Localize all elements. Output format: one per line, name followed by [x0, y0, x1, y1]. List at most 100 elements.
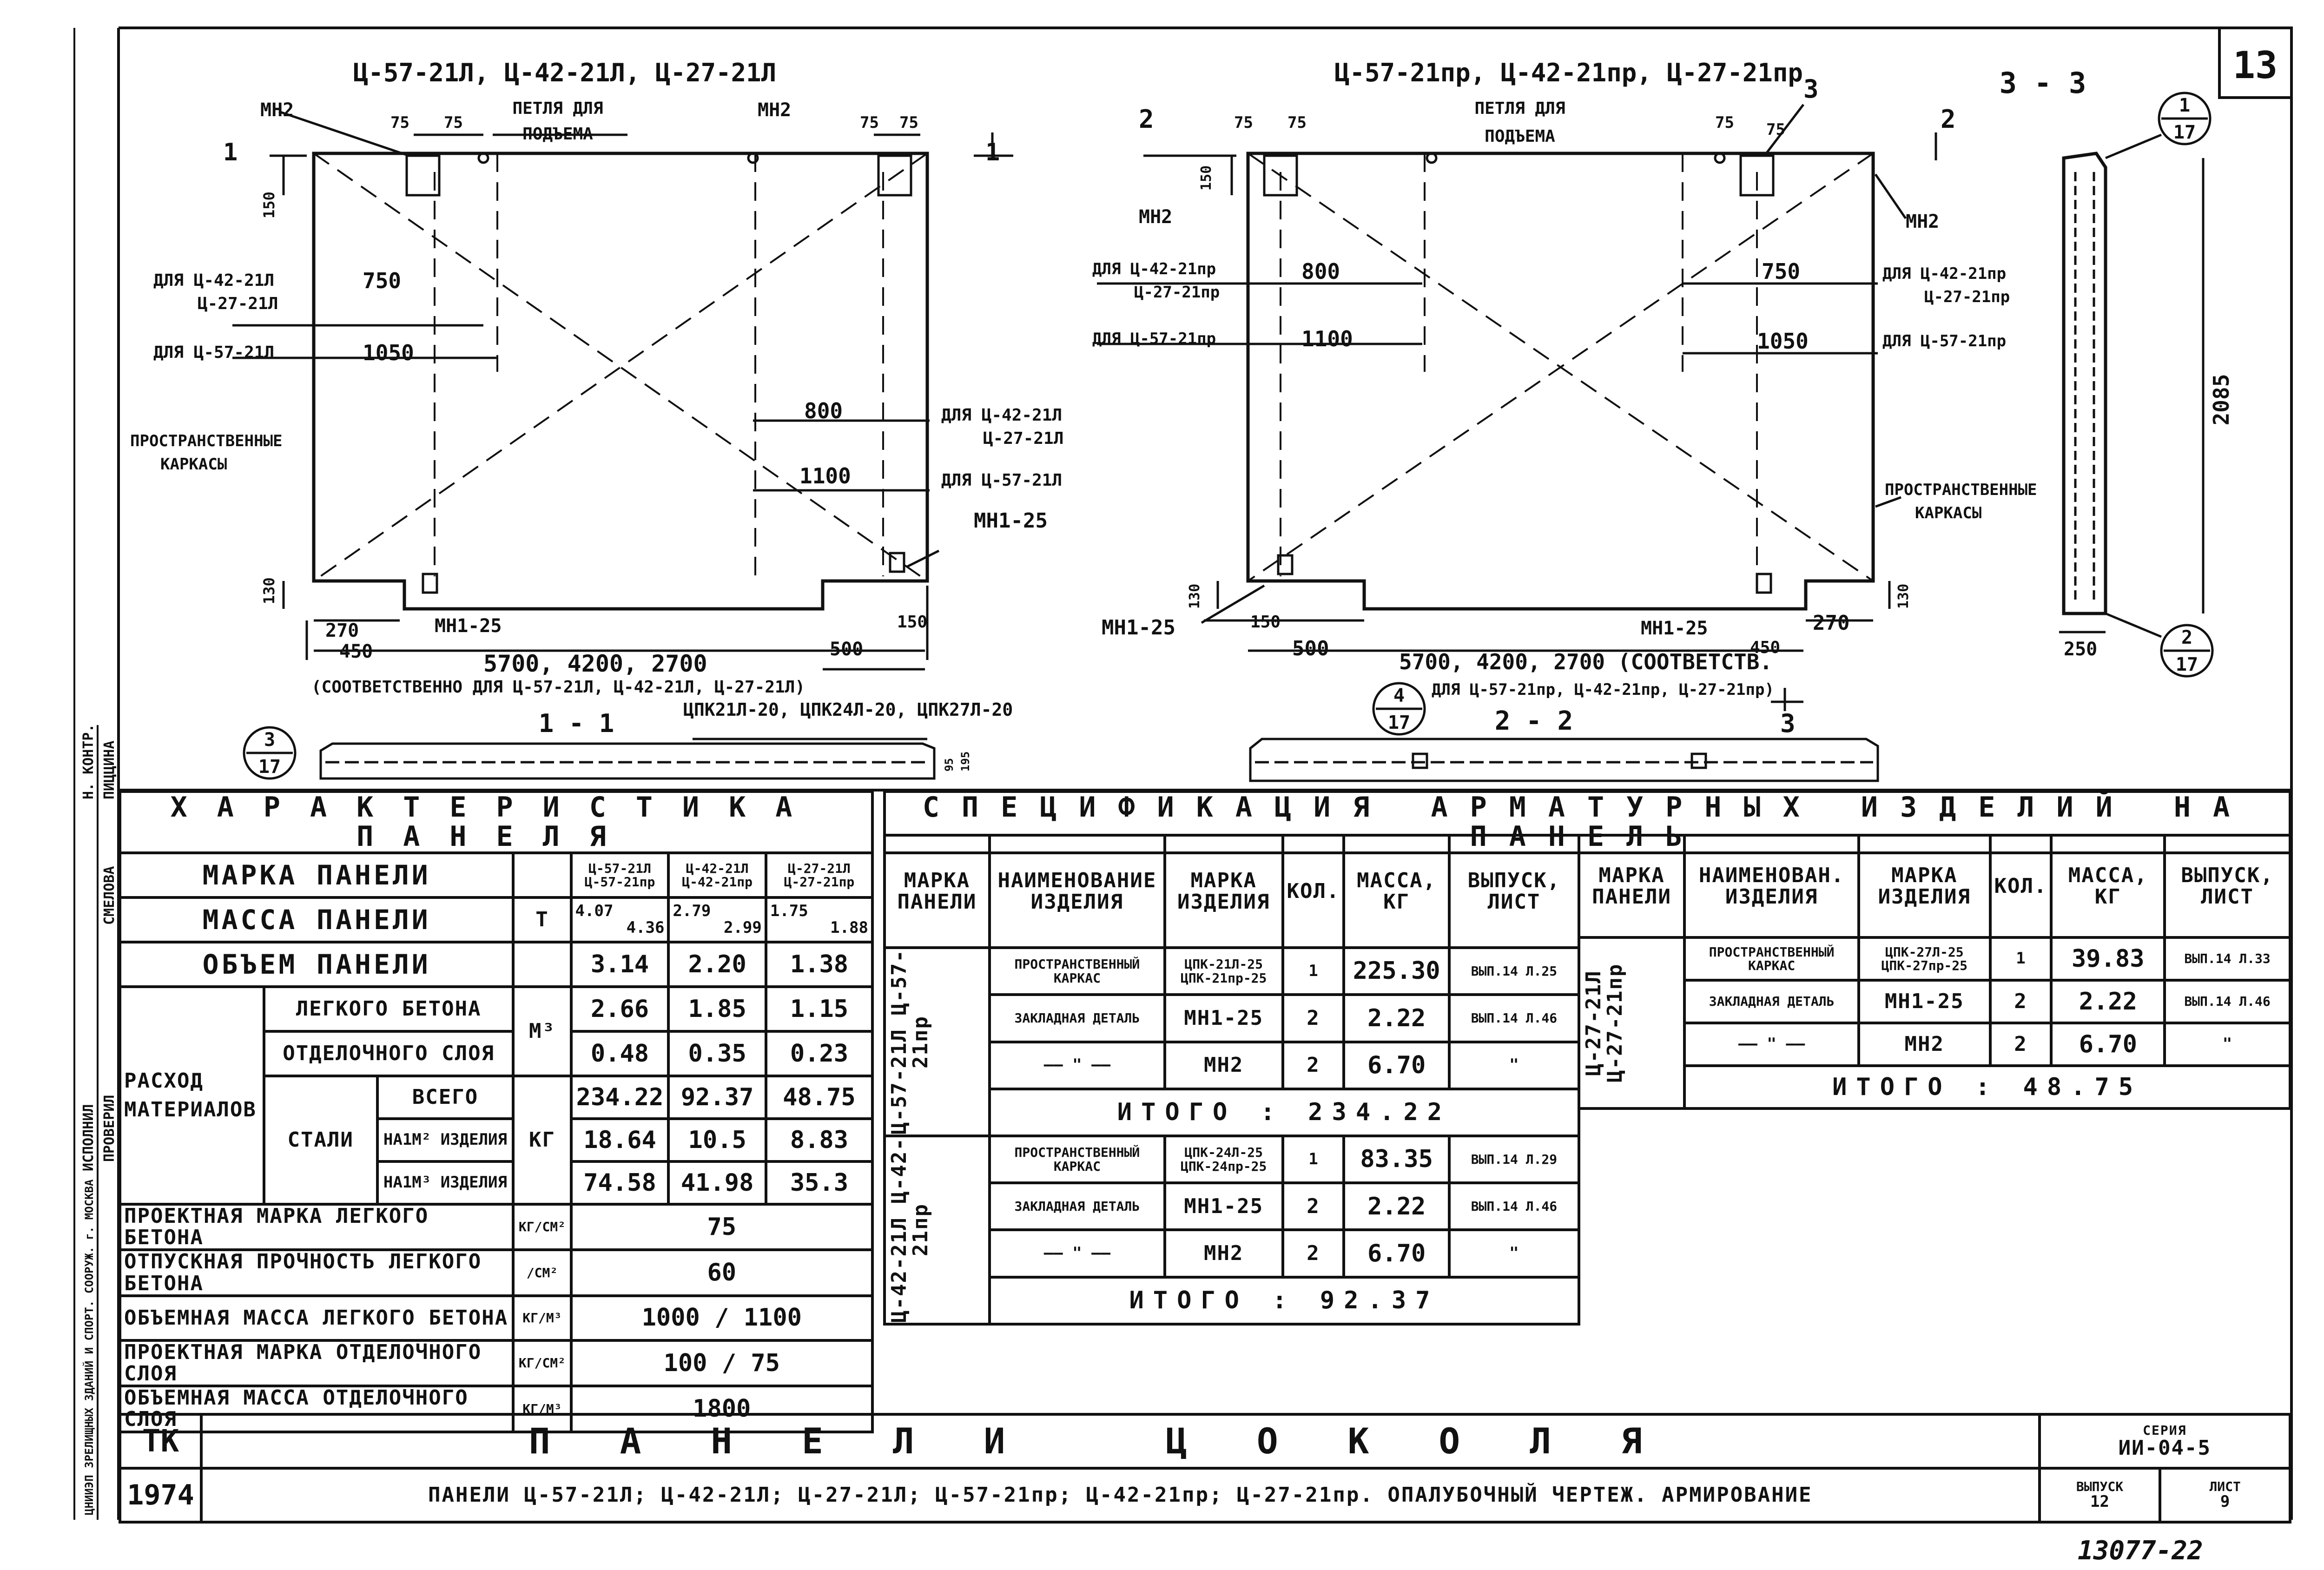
right-for-42-c: ДЛЯ Ц-42-21пр — [1882, 264, 2006, 283]
left-overall-dims: 5700, 4200, 2700 — [483, 650, 707, 677]
char-finish-3: 0.23 — [764, 1030, 874, 1077]
spec-g3-r2-name: ЗАКЛАДНАЯ ДЕТАЛЬ — [1683, 979, 1861, 1024]
char-release-value: 60 — [569, 1248, 874, 1297]
characteristics-table: ХАРАКТЕРИСТИКА ПАНЕЛЯ МАРКА ПАНЕЛИ Ц-57-… — [118, 790, 874, 1433]
left-dim-800: 800 — [804, 398, 843, 423]
spec-g3-panel: Ц-27-21Л Ц-27-21пр — [1582, 963, 1627, 1083]
char-release-label: ОТПУСКНАЯ ПРОЧНОСТЬ ЛЕГКОГО БЕТОНА — [118, 1248, 515, 1297]
spec-g2-r3-name: —— " —— — [988, 1228, 1166, 1279]
char-volume-1: 3.14 — [569, 941, 670, 988]
spec-g1-r3-qty: 2 — [1281, 1040, 1346, 1090]
char-mass-unit: Т — [512, 896, 573, 943]
spec-g1-r1-issue: ВЫП.14 Л.25 — [1447, 946, 1581, 996]
char-finish-grade-value: 100 / 75 — [569, 1339, 874, 1388]
sec22-title: 2 - 2 — [1495, 706, 1573, 736]
sec22-sec3-mark: 3 — [1780, 709, 1796, 738]
left-frames-1: ПРОСТРАНСТВЕННЫЕ — [130, 432, 283, 450]
right-title: Ц-57-21пр, Ц-42-21пр, Ц-27-21пр — [1334, 58, 1803, 87]
left-mh2-a: МН2 — [260, 99, 294, 121]
spec-table-right: МАРКА ПАНЕЛИ НАИМЕНОВАН. ИЗДЕЛИЯ МАРКА И… — [1577, 834, 2291, 1110]
right-dim-75a: 75 — [1234, 113, 1253, 132]
char-perm3-2: 41.98 — [667, 1160, 767, 1206]
right-mh1-b: МН1-25 — [1641, 618, 1708, 639]
sec11-title: 1 - 1 — [539, 709, 614, 738]
right-sec2-b: 2 — [1941, 105, 1956, 134]
char-release-unit: /СМ² — [512, 1248, 573, 1297]
left-for-42-c: ДЛЯ Ц-42-21Л — [941, 406, 1062, 425]
sec33-callout2-num: 2 — [2181, 627, 2192, 648]
char-design-grade-value: 75 — [569, 1202, 874, 1252]
sec33-callout2-sheet: 17 — [2176, 654, 2198, 675]
left-dim-1050: 1050 — [363, 340, 414, 365]
left-title: Ц-57-21Л, Ц-42-21Л, Ц-27-21Л — [353, 58, 776, 87]
spec-h-mass: МАССА, КГ — [1342, 833, 1451, 950]
left-dim-150: 150 — [260, 191, 278, 218]
char-density-label: ОБЪЕМНАЯ МАССА ЛЕГКОГО БЕТОНА — [118, 1294, 515, 1342]
right-dim-75d: 75 — [1766, 120, 1785, 139]
spec-g1-r3-mass: 6.70 — [1342, 1040, 1451, 1090]
spec-g1-r1-mark: ЦПК-21Л-25 ЦПК-21пр-25 — [1163, 946, 1284, 996]
char-light-label: ЛЕГКОГО БЕТОНА — [262, 985, 515, 1033]
right-mh2-a: МН2 — [1139, 206, 1172, 228]
right-dim-130a: 130 — [1187, 584, 1203, 609]
right-frames-1: ПРОСТРАНСТВЕННЫЕ — [1885, 481, 2037, 499]
spec-g2-panel: Ц-42-21Л Ц-42-21пр — [887, 1137, 933, 1323]
sec11-dim-95: 95 — [943, 758, 956, 772]
left-loop-2: ПОДЪЕМА — [522, 125, 593, 144]
char-perm3-label: НА1М³ ИЗДЕЛИЯ — [376, 1160, 515, 1206]
right-for-42-a: ДЛЯ Ц-42-21пр — [1092, 260, 1216, 278]
spec-g3-r2-mark: МН1-25 — [1857, 979, 1992, 1024]
spec-g2-r2-mass: 2.22 — [1342, 1181, 1451, 1232]
left-overall-note: (СООТВЕТСТВЕННО ДЛЯ Ц-57-21Л, Ц-42-21Л, … — [311, 678, 805, 697]
spec-g3-r3-issue: " — [2163, 1022, 2291, 1067]
char-design-grade-unit: КГ/СМ² — [512, 1202, 573, 1252]
char-perm2-1: 18.64 — [569, 1117, 670, 1163]
char-m3-unit: М³ — [512, 985, 573, 1077]
left-dim-75b: 75 — [444, 113, 463, 132]
right-dim-150: 150 — [1198, 165, 1215, 191]
spec-g1-panel: Ц-57-21Л Ц-57-21пр — [887, 949, 933, 1135]
right-dim-75c: 75 — [1715, 113, 1734, 132]
spec-g3-r3-mark: МН2 — [1857, 1022, 1992, 1067]
char-density-value: 1000 / 1100 — [569, 1294, 874, 1342]
sec11-callout-num: 3 — [264, 729, 275, 751]
right-dim-750: 750 — [1762, 259, 1800, 284]
char-total-2: 92.37 — [667, 1075, 767, 1120]
spec-g2-r3-mark: МН2 — [1163, 1228, 1284, 1279]
sheet-number: 13 — [2233, 44, 2278, 87]
left-dim-75c: 75 — [860, 113, 879, 132]
spec-g1-r1-name: ПРОСТРАНСТВЕННЫЙ КАРКАС — [988, 946, 1166, 996]
right-for-57-b: ДЛЯ Ц-57-21пр — [1882, 332, 2006, 350]
sec22-callout-num: 4 — [1393, 685, 1405, 706]
stamp-role-3: ПРОВЕРИЛ — [101, 1095, 118, 1162]
left-mh1-b: МН1-25 — [435, 615, 502, 637]
spec-g2-r3-qty: 2 — [1281, 1228, 1346, 1279]
stamp-name-1: ПИЦЦИНА — [101, 741, 118, 799]
tb-title: ПАНЕЛИ ЦОКОЛЯ — [199, 1413, 2041, 1470]
sec33-callout1-num: 1 — [2179, 95, 2190, 116]
right-mh2-b: МН2 — [1906, 211, 1939, 232]
spec-g3-r3-name: —— " —— — [1683, 1022, 1861, 1067]
spec-g1-r1-qty: 1 — [1281, 946, 1346, 996]
spec-h-mark-item-2: МАРКА ИЗДЕЛИЯ — [1857, 834, 1992, 939]
char-volume-2: 2.20 — [667, 941, 767, 988]
char-finish-1: 0.48 — [569, 1030, 670, 1077]
spec-h-issue: ВЫПУСК, ЛИСТ — [1447, 833, 1581, 950]
right-overall-note: ДЛЯ Ц-57-21пр, Ц-42-21пр, Ц-27-21пр) — [1432, 680, 1774, 699]
left-dim-130: 130 — [260, 577, 278, 604]
left-loop-1: ПЕТЛЯ ДЛЯ — [512, 99, 603, 118]
stamp-role-2: ИСПОЛНИЛ — [80, 1104, 97, 1172]
right-for-42-d: Ц-27-21пр — [1924, 288, 2010, 306]
left-frames-2: КАРКАСЫ — [160, 455, 227, 474]
right-dim-450: 450 — [1750, 638, 1780, 657]
char-finish-2: 0.35 — [667, 1030, 767, 1077]
char-steel-label: СТАЛИ — [262, 1075, 379, 1206]
left-for-42-a: ДЛЯ Ц-42-21Л — [153, 271, 274, 290]
spec-g1-r2-name: ЗАКЛАДНАЯ ДЕТАЛЬ — [988, 993, 1166, 1043]
spec-g1-r2-mass: 2.22 — [1342, 993, 1451, 1043]
sec11-dim-195: 195 — [959, 752, 972, 772]
spec-g3-r2-qty: 2 — [1988, 979, 2053, 1024]
